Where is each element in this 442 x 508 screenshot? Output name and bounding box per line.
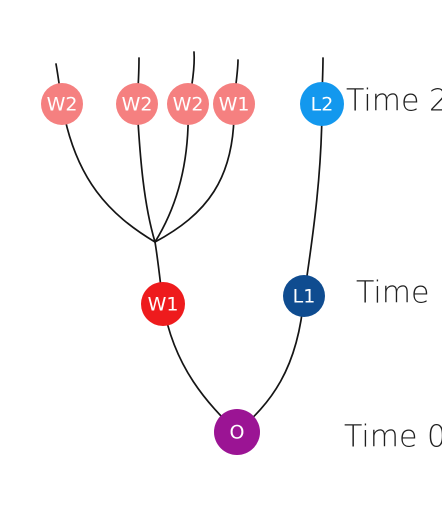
node-w1-circle xyxy=(141,282,185,326)
node-w2-2: W2 xyxy=(116,83,158,125)
node-w2-2-circle xyxy=(116,83,158,125)
node-origin-circle xyxy=(214,409,260,455)
edge-branch-w1-top xyxy=(154,103,235,243)
nodes: W2 W2 W2 W1 L2 W1 L1 O xyxy=(41,82,344,455)
node-w2-1: W2 xyxy=(41,83,83,125)
node-w2-2-label: W2 xyxy=(122,94,153,116)
node-origin: O xyxy=(214,409,260,455)
time-label-2: Time 2 xyxy=(346,84,442,119)
time-label-0: Time 0 xyxy=(344,420,442,455)
node-w2-1-label: W2 xyxy=(47,94,78,116)
node-w2-1-circle xyxy=(41,83,83,125)
node-l2-label: L2 xyxy=(311,94,334,116)
node-origin-label: O xyxy=(230,422,245,444)
node-w2-3-label: W2 xyxy=(173,94,204,116)
node-w1: W1 xyxy=(141,282,185,326)
node-l2-circle xyxy=(300,82,344,126)
node-w2-4: W1 xyxy=(213,83,255,125)
node-w2-4-label: W1 xyxy=(219,94,250,116)
node-l2: L2 xyxy=(300,82,344,126)
node-w2-3-circle xyxy=(167,83,209,125)
time-labels: Time 2 Time 1 Time 0 xyxy=(344,84,442,455)
edge-l1-l2 xyxy=(303,103,323,297)
node-l1-label: L1 xyxy=(293,286,316,308)
time-label-1: Time 1 xyxy=(356,276,442,311)
node-w2-3: W2 xyxy=(167,83,209,125)
edge-branch-w2-3 xyxy=(154,103,190,243)
node-w2-4-circle xyxy=(213,83,255,125)
node-w1-label: W1 xyxy=(148,294,179,316)
node-l1: L1 xyxy=(283,275,325,317)
edge-branch-w2-1 xyxy=(61,103,156,243)
node-l1-circle xyxy=(283,275,325,317)
